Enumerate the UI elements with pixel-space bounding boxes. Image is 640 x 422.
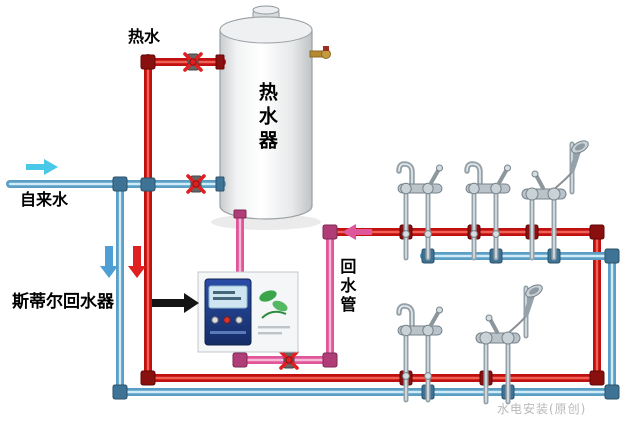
controller-button (211, 316, 219, 324)
recirculation-controller (197, 271, 299, 353)
return-flow-arrow (342, 224, 372, 240)
sink-faucet-top-right (466, 164, 511, 258)
water-heater-label: 热水器 (255, 82, 278, 154)
label-pointer-arrow (152, 293, 199, 313)
tap-water-label: 自来水 (20, 190, 69, 209)
cold-down-flow-arrow (100, 246, 118, 278)
tank-relief-valve (309, 46, 331, 59)
pipe-fittings (112, 54, 620, 400)
shower-mixer-top (522, 138, 590, 258)
watermark: 水电安装(原创) (497, 402, 587, 416)
shower-mixer-bottom (476, 282, 544, 402)
tap-water-flow-arrow (26, 159, 58, 175)
tank-cap-lid (252, 5, 280, 15)
recirculator-label: 斯蒂尔回水器 (12, 292, 114, 312)
sink-faucet-top-left (398, 164, 443, 258)
sink-faucet-bottom (398, 306, 443, 400)
controller-decoration (258, 290, 290, 335)
flow-arrows (26, 159, 372, 278)
water-heater-tank (211, 5, 331, 230)
hot-water-label: 热水 (128, 27, 161, 46)
return-pipe-label: 回水管 (337, 258, 357, 315)
controller-button (235, 316, 243, 324)
hot-down-flow-arrow (128, 246, 146, 278)
controller-button (223, 316, 231, 324)
tank-top (219, 16, 313, 44)
